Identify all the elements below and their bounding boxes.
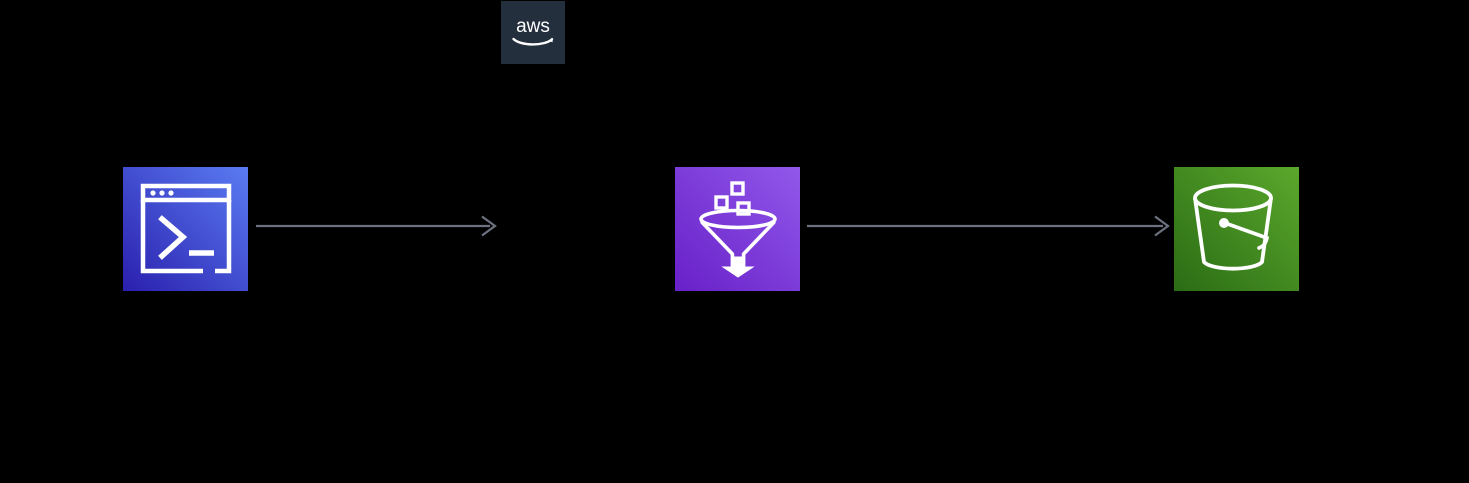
terminal-body-frame bbox=[140, 200, 231, 274]
aws-smile-icon bbox=[512, 37, 554, 46]
terminal-dot-2 bbox=[158, 190, 165, 196]
terminal-prompt-chevron-icon bbox=[157, 215, 187, 260]
arrow-head bbox=[481, 215, 497, 237]
aws-cli-terminal-node[interactable] bbox=[123, 167, 248, 291]
funnel-down-arrow-icon bbox=[720, 256, 755, 278]
funnel-particle-2 bbox=[713, 195, 729, 210]
terminal-dot-1 bbox=[149, 190, 156, 196]
connector-transform-to-bucket bbox=[807, 214, 1170, 238]
bucket-handle-rivet bbox=[1218, 218, 1229, 228]
arrow-right-icon bbox=[807, 215, 1170, 237]
arrow-head bbox=[1154, 215, 1170, 237]
terminal-dot-3 bbox=[167, 190, 174, 196]
aws-smile-arrowtip-icon bbox=[548, 37, 553, 42]
arrow-right-icon bbox=[256, 215, 497, 237]
bucket-icon bbox=[1192, 183, 1273, 271]
terminal-titlebar bbox=[140, 183, 231, 203]
s3-bucket-node[interactable] bbox=[1174, 167, 1299, 291]
funnel-particle-1 bbox=[729, 181, 745, 196]
funnel-particle-3 bbox=[735, 201, 751, 216]
funnel-icon bbox=[698, 181, 777, 278]
bucket-body bbox=[1192, 197, 1273, 271]
aws-cloud-logo: aws bbox=[501, 1, 565, 64]
aws-logo-text: aws bbox=[516, 16, 550, 37]
terminal-window-icon bbox=[140, 183, 231, 274]
data-transform-funnel-node[interactable] bbox=[675, 167, 800, 291]
connector-cli-to-transform bbox=[256, 214, 497, 238]
funnel-rim bbox=[698, 208, 777, 230]
aws-wordmark-icon: aws bbox=[512, 16, 554, 46]
bucket-rim bbox=[1192, 183, 1273, 213]
bucket-handle bbox=[1222, 221, 1269, 250]
